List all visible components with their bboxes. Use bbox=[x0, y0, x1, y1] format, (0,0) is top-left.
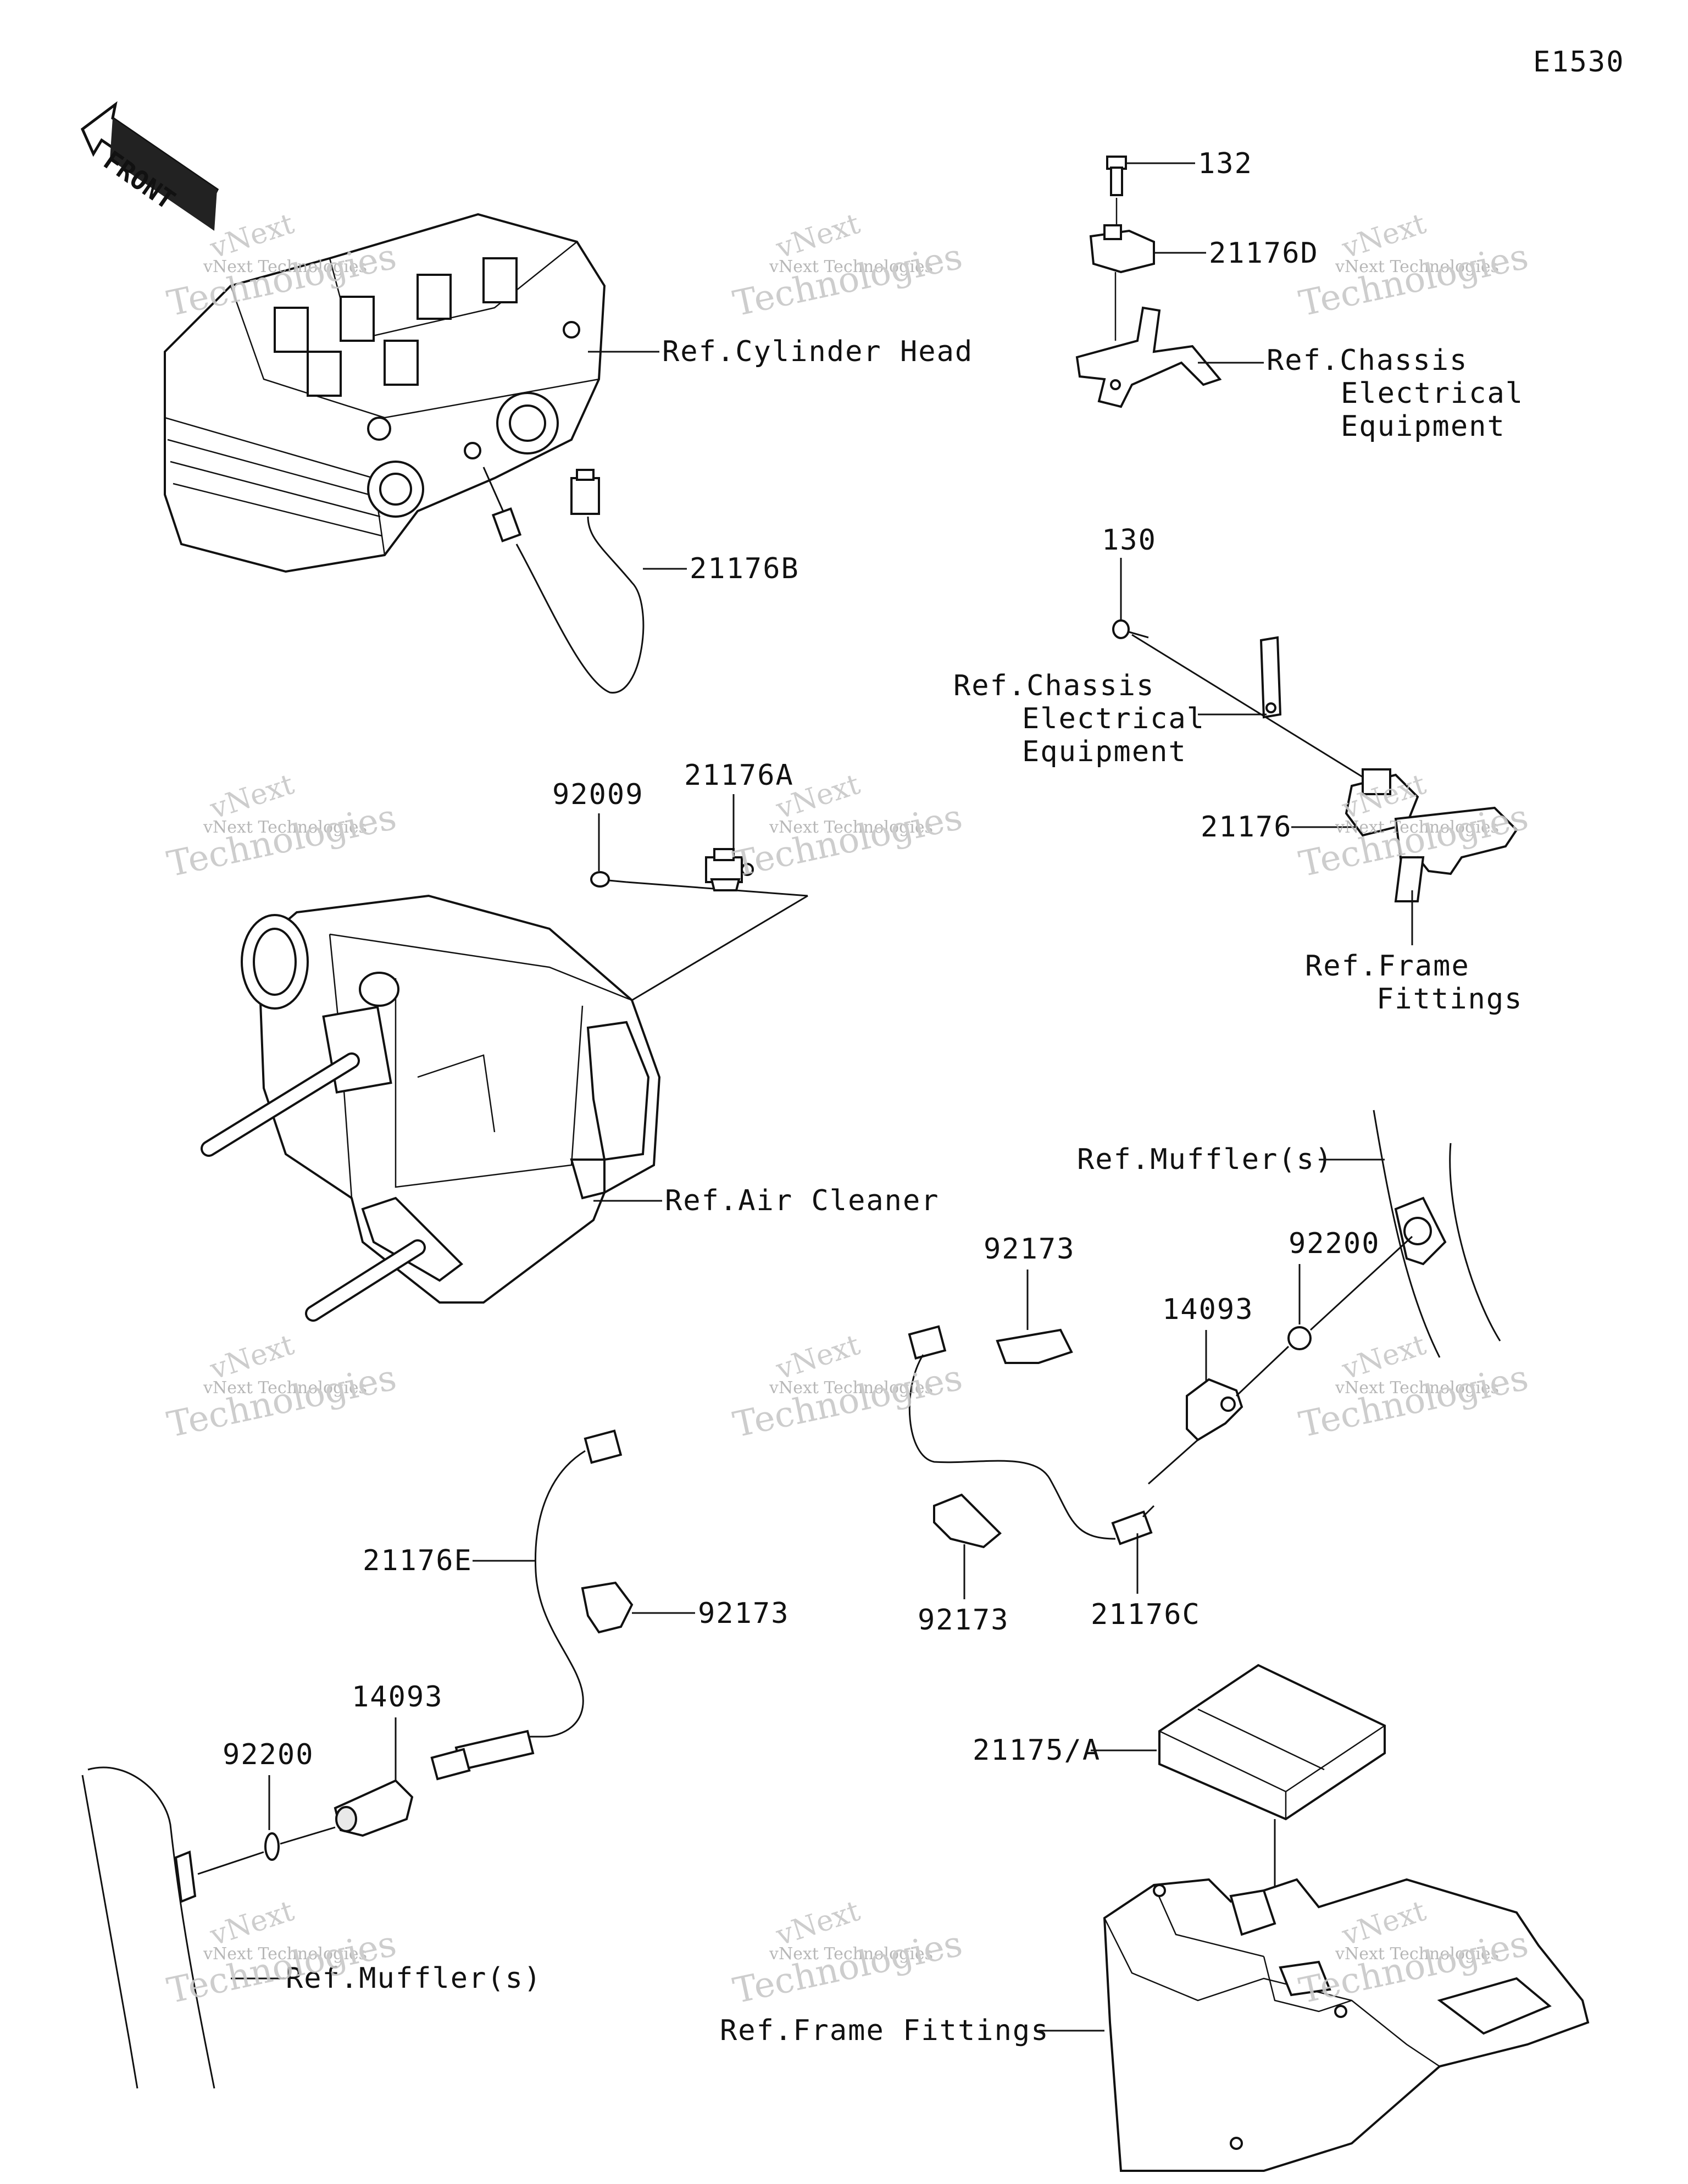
cylinder-head-illustration bbox=[164, 213, 606, 573]
svg-text:Technologies: Technologies bbox=[730, 1357, 966, 1445]
ref-chassis-1-line1: Ref.Chassis bbox=[1267, 344, 1468, 377]
muffler-2-illustration bbox=[81, 1766, 215, 2089]
washer-92200-b-icon bbox=[264, 1832, 280, 1861]
ref-frame-1-line2: Fittings bbox=[1376, 983, 1523, 1016]
svg-text:vNext: vNext bbox=[206, 1328, 298, 1387]
svg-text:vNext Technologies: vNext Technologies bbox=[203, 257, 367, 276]
svg-text:vNext Technologies: vNext Technologies bbox=[769, 257, 933, 276]
svg-text:vNext: vNext bbox=[1338, 1328, 1430, 1387]
svg-text:vNext Technologies: vNext Technologies bbox=[769, 818, 933, 837]
svg-text:vNext Technologies: vNext Technologies bbox=[203, 818, 367, 837]
washer-92200-a-icon bbox=[1287, 1326, 1312, 1350]
part-92173-a-label: 92173 bbox=[984, 1233, 1075, 1266]
watermark-3: vNext vNext Technologies Technologies bbox=[1296, 207, 1532, 325]
svg-text:vNext Technologies: vNext Technologies bbox=[769, 1378, 933, 1398]
bracket-chassis-1-illustration bbox=[1075, 306, 1222, 408]
part-92173-c-label: 92173 bbox=[698, 1597, 790, 1630]
ecu-21175A-illustration bbox=[1158, 1664, 1386, 1821]
ref-muffler-2-label: Ref.Muffler(s) bbox=[286, 1962, 542, 1995]
svg-text:vNext Technologies: vNext Technologies bbox=[1335, 1378, 1499, 1398]
part-21176D-label: 21176D bbox=[1209, 237, 1319, 270]
front-arrow-icon: FRONT bbox=[80, 101, 219, 231]
chassis-tab-illustration bbox=[1259, 636, 1282, 719]
bolt-130-illustration bbox=[1112, 619, 1149, 639]
svg-text:vNext: vNext bbox=[772, 1328, 864, 1387]
sensor-21176-illustration bbox=[1345, 768, 1518, 902]
svg-text:vNext Technologies: vNext Technologies bbox=[1335, 257, 1499, 276]
svg-text:vNext: vNext bbox=[206, 1894, 298, 1953]
part-132-label: 132 bbox=[1198, 147, 1253, 180]
watermark-11: vNext vNext Technologies Technologies bbox=[730, 1894, 966, 2012]
cover-14093-b-illustration bbox=[334, 1779, 414, 1837]
watermark-7: vNext vNext Technologies Technologies bbox=[164, 1328, 400, 1446]
cover-14093-a-illustration bbox=[1186, 1378, 1243, 1442]
part-21176-label: 21176 bbox=[1201, 811, 1292, 844]
svg-text:vNext: vNext bbox=[772, 207, 864, 265]
ref-muffler-1-label: Ref.Muffler(s) bbox=[1077, 1143, 1333, 1176]
svg-text:Technologies: Technologies bbox=[730, 1924, 966, 2011]
screw-92009-illustration bbox=[590, 871, 627, 888]
ref-chassis-2-line1: Ref.Chassis bbox=[953, 669, 1154, 702]
muffler-1-illustration bbox=[1373, 1110, 1501, 1358]
svg-text:vNext Technologies: vNext Technologies bbox=[769, 1944, 933, 1964]
part-14093-b-label: 14093 bbox=[352, 1681, 443, 1714]
clamp-92173-b-illustration bbox=[933, 1493, 1002, 1549]
ref-frame-1-line1: Ref.Frame bbox=[1305, 950, 1470, 983]
part-21176A-label: 21176A bbox=[684, 759, 794, 792]
part-92173-b-label: 92173 bbox=[918, 1604, 1009, 1637]
part-21176E-label: 21176E bbox=[363, 1544, 473, 1577]
svg-text:vNext Technologies: vNext Technologies bbox=[203, 1944, 367, 1964]
svg-text:Technologies: Technologies bbox=[730, 797, 966, 885]
part-21176B-label: 21176B bbox=[690, 552, 799, 585]
svg-text:vNext Technologies: vNext Technologies bbox=[1335, 818, 1499, 837]
clamp-92173-a-illustration bbox=[996, 1328, 1073, 1364]
watermark-4: vNext vNext Technologies Technologies bbox=[164, 768, 400, 885]
ref-chassis-1-line3: Equipment bbox=[1341, 410, 1506, 443]
ref-air-cleaner-label: Ref.Air Cleaner bbox=[665, 1184, 940, 1217]
bolt-132-illustration bbox=[1106, 156, 1127, 196]
diagram-code: E1530 bbox=[1533, 46, 1625, 79]
svg-text:vNext Technologies: vNext Technologies bbox=[1335, 1944, 1499, 1964]
part-21175A-label: 21175/A bbox=[973, 1734, 1101, 1767]
sensor-21176B-illustration bbox=[482, 467, 645, 694]
clamp-92173-c-illustration bbox=[581, 1581, 634, 1634]
svg-text:vNext: vNext bbox=[1338, 207, 1430, 265]
svg-text:Technologies: Technologies bbox=[164, 797, 400, 885]
ref-chassis-2-line3: Equipment bbox=[1022, 735, 1187, 768]
sensor-21176E-illustration bbox=[430, 1429, 623, 1781]
part-14093-a-label: 14093 bbox=[1162, 1293, 1254, 1326]
frame-fittings-illustration bbox=[1103, 1878, 1590, 2172]
watermark-9: vNext vNext Technologies Technologies bbox=[1296, 1328, 1532, 1446]
svg-text:Technologies: Technologies bbox=[1296, 1357, 1532, 1445]
sensor-21176D-illustration bbox=[1089, 198, 1155, 341]
svg-text:vNext Technologies: vNext Technologies bbox=[203, 1378, 367, 1398]
air-cleaner-illustration bbox=[201, 894, 661, 1322]
watermark-2: vNext vNext Technologies Technologies bbox=[730, 207, 966, 325]
ref-chassis-2-line2: Electrical bbox=[1022, 702, 1205, 735]
svg-text:Technologies: Technologies bbox=[730, 236, 966, 324]
svg-text:vNext: vNext bbox=[772, 1894, 864, 1953]
svg-text:vNext: vNext bbox=[206, 207, 298, 265]
part-92009-label: 92009 bbox=[552, 778, 644, 811]
part-92200-b-label: 92200 bbox=[223, 1738, 314, 1771]
part-21176C-label: 21176C bbox=[1091, 1598, 1201, 1631]
svg-text:Technologies: Technologies bbox=[164, 1357, 400, 1445]
ref-frame-2-label: Ref.Frame Fittings bbox=[720, 2014, 1050, 2047]
svg-text:vNext: vNext bbox=[206, 768, 298, 826]
ref-chassis-1-line2: Electrical bbox=[1341, 377, 1524, 410]
sensor-21176C-illustration bbox=[908, 1325, 1155, 1545]
svg-text:Technologies: Technologies bbox=[164, 1924, 400, 2011]
part-130-label: 130 bbox=[1102, 524, 1157, 557]
sensor-21176A-illustration bbox=[705, 848, 754, 891]
svg-text:Technologies: Technologies bbox=[1296, 236, 1532, 324]
part-92200-a-label: 92200 bbox=[1289, 1227, 1380, 1260]
ref-cylinder-head-label: Ref.Cylinder Head bbox=[662, 335, 973, 368]
